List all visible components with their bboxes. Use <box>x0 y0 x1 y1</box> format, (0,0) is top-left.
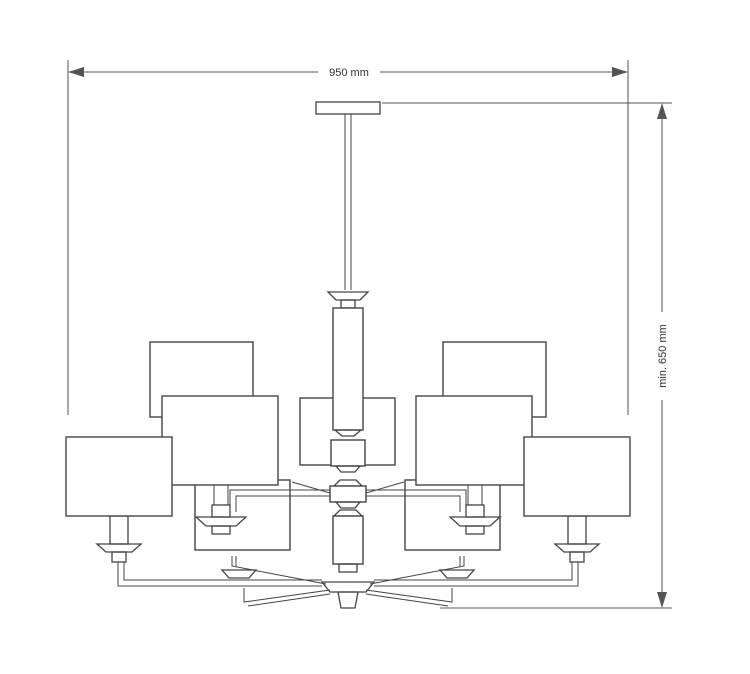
height-dimension: min. 650 mm <box>382 102 672 609</box>
central-column <box>320 291 376 609</box>
lamp-shade-front-right <box>415 395 533 486</box>
suspension-rod <box>344 114 352 290</box>
width-dimension-label: 950 mm <box>329 67 369 79</box>
lamp-shade-outer-left <box>65 436 173 517</box>
front-shade-stems <box>213 485 483 505</box>
height-arrow-bottom <box>657 592 667 608</box>
lamp-shade-outer-right <box>523 436 631 517</box>
width-arrow-left <box>68 67 84 77</box>
lamp-shade-front-left <box>161 395 279 486</box>
candle-holder-upper-right <box>448 504 502 535</box>
candle-holder-back-left <box>220 569 258 579</box>
width-arrow-right <box>612 67 628 77</box>
candle-holder-lower-left <box>95 515 143 563</box>
height-arrow-top <box>657 103 667 119</box>
lower-arms <box>117 556 579 607</box>
lamp-shade-inner-left <box>194 479 291 551</box>
ceiling-canopy <box>315 101 381 115</box>
candle-holder-upper-left <box>194 504 248 535</box>
height-dimension-label: min. 650 mm <box>657 324 669 388</box>
candle-holder-lower-right <box>553 515 601 563</box>
width-dimension: 950 mm <box>67 60 629 415</box>
candle-holder-back-right <box>438 569 476 579</box>
